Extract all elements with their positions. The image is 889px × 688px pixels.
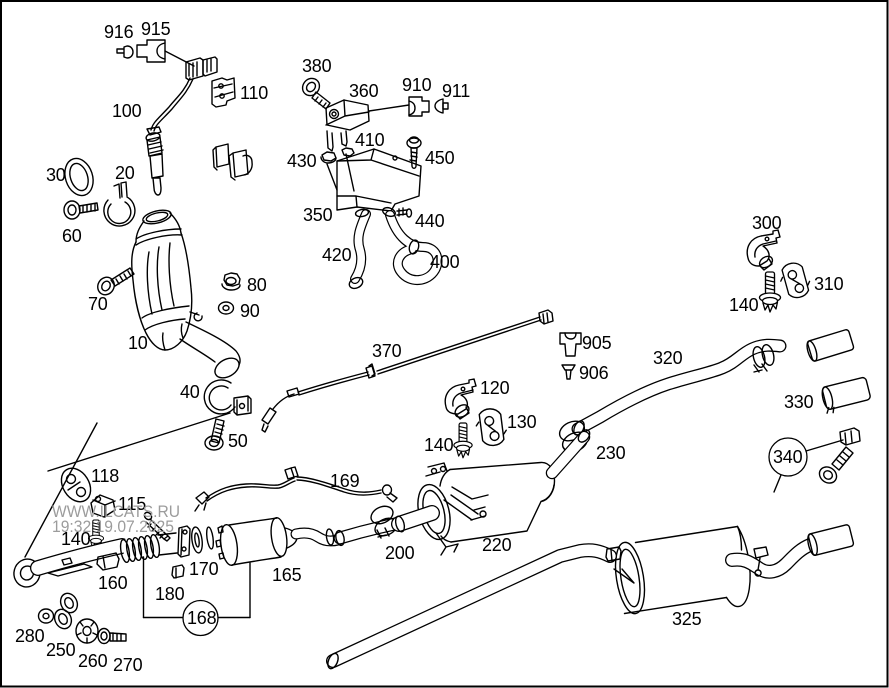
svg-text:906: 906 xyxy=(579,363,609,383)
svg-text:911: 911 xyxy=(442,81,470,101)
svg-text:370: 370 xyxy=(372,341,402,361)
svg-text:10: 10 xyxy=(128,333,148,353)
svg-text:270: 270 xyxy=(113,655,143,675)
svg-text:50: 50 xyxy=(228,431,248,451)
svg-text:168: 168 xyxy=(187,608,217,628)
svg-text:440: 440 xyxy=(415,211,445,231)
svg-text:330: 330 xyxy=(784,392,814,412)
svg-text:165: 165 xyxy=(272,565,302,585)
svg-text:118: 118 xyxy=(91,466,119,486)
svg-text:19:32 19.07.2025: 19:32 19.07.2025 xyxy=(52,518,174,536)
svg-text:310: 310 xyxy=(814,274,844,294)
svg-text:260: 260 xyxy=(78,651,108,671)
svg-text:200: 200 xyxy=(385,543,415,563)
svg-text:350: 350 xyxy=(303,205,333,225)
svg-text:325: 325 xyxy=(672,609,702,629)
svg-text:160: 160 xyxy=(98,573,128,593)
svg-text:220: 220 xyxy=(482,535,512,555)
svg-text:410: 410 xyxy=(355,130,385,150)
svg-text:115: 115 xyxy=(118,494,146,514)
svg-text:WWW.ILCATS.RU: WWW.ILCATS.RU xyxy=(52,503,180,521)
svg-text:450: 450 xyxy=(425,148,455,168)
svg-text:40: 40 xyxy=(180,382,200,402)
svg-text:905: 905 xyxy=(582,333,612,353)
svg-text:300: 300 xyxy=(752,213,782,233)
svg-text:400: 400 xyxy=(430,252,460,272)
svg-text:20: 20 xyxy=(115,163,135,183)
svg-text:140: 140 xyxy=(729,295,759,315)
svg-text:340: 340 xyxy=(773,447,803,467)
svg-text:320: 320 xyxy=(653,348,683,368)
svg-text:420: 420 xyxy=(322,245,352,265)
svg-text:30: 30 xyxy=(46,165,66,185)
svg-text:180: 180 xyxy=(155,584,185,604)
svg-text:380: 380 xyxy=(302,56,332,76)
svg-text:169: 169 xyxy=(330,471,360,491)
svg-text:280: 280 xyxy=(15,626,45,646)
svg-text:70: 70 xyxy=(88,294,108,314)
svg-text:120: 120 xyxy=(480,378,510,398)
svg-text:250: 250 xyxy=(46,640,76,660)
svg-text:90: 90 xyxy=(240,301,260,321)
svg-text:915: 915 xyxy=(141,19,171,39)
svg-text:916: 916 xyxy=(104,22,134,42)
svg-text:140: 140 xyxy=(424,435,454,455)
svg-text:60: 60 xyxy=(62,226,82,246)
svg-text:110: 110 xyxy=(240,83,268,103)
svg-text:140: 140 xyxy=(61,529,91,549)
svg-text:100: 100 xyxy=(112,101,142,121)
svg-text:130: 130 xyxy=(507,412,537,432)
svg-text:430: 430 xyxy=(287,151,317,171)
svg-text:230: 230 xyxy=(596,443,626,463)
svg-text:360: 360 xyxy=(349,81,379,101)
svg-text:170: 170 xyxy=(189,559,219,579)
svg-text:910: 910 xyxy=(402,75,432,95)
svg-text:80: 80 xyxy=(247,275,267,295)
